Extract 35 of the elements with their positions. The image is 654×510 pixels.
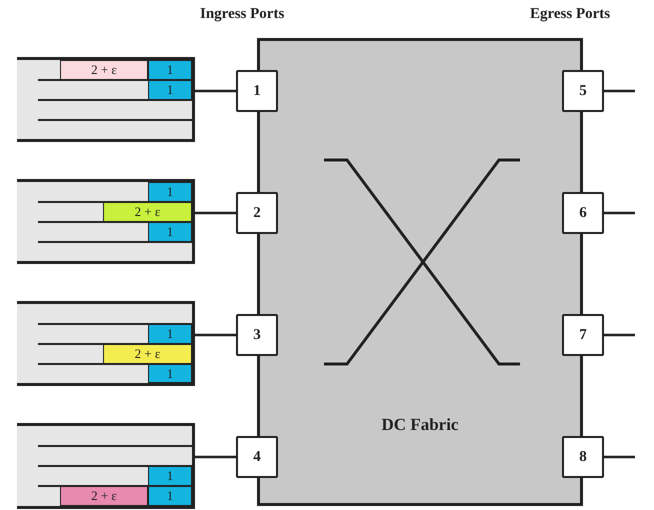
port-box: 6: [562, 192, 604, 234]
packet-cell: 1: [148, 222, 192, 242]
packet-cell: 1: [148, 324, 192, 344]
queue-stack: [17, 423, 195, 509]
connector-line: [604, 212, 635, 214]
port-box: 7: [562, 314, 604, 356]
connector-line: [195, 334, 236, 336]
column-heading: Ingress Ports: [200, 6, 284, 23]
connector-line: [195, 90, 236, 92]
port-box: 8: [562, 436, 604, 478]
port-box: 4: [236, 436, 278, 478]
port-box: 2: [236, 192, 278, 234]
packet-cell: 1: [148, 60, 192, 80]
connector-line: [604, 334, 635, 336]
port-box: 1: [236, 70, 278, 112]
column-heading: Egress Ports: [530, 6, 610, 23]
packet-cell: 1: [148, 80, 192, 100]
packet-cell: 2 + ε: [60, 486, 148, 506]
queue-stack: [17, 57, 195, 142]
connector-line: [604, 456, 635, 458]
packet-cell: 1: [148, 466, 192, 486]
connector-line: [604, 90, 635, 92]
packet-cell: 2 + ε: [60, 60, 148, 80]
queue-stack: [17, 301, 195, 386]
packet-cell: 1: [148, 182, 192, 202]
fabric-label: DC Fabric: [382, 415, 458, 435]
connector-line: [195, 456, 236, 458]
packet-cell: 2 + ε: [103, 202, 192, 222]
port-box: 3: [236, 314, 278, 356]
packet-cell: 2 + ε: [103, 344, 192, 364]
packet-cell: 1: [148, 364, 192, 383]
connector-line: [195, 212, 236, 214]
packet-cell: 1: [148, 486, 192, 506]
queue-stack: [17, 179, 195, 264]
port-box: 5: [562, 70, 604, 112]
